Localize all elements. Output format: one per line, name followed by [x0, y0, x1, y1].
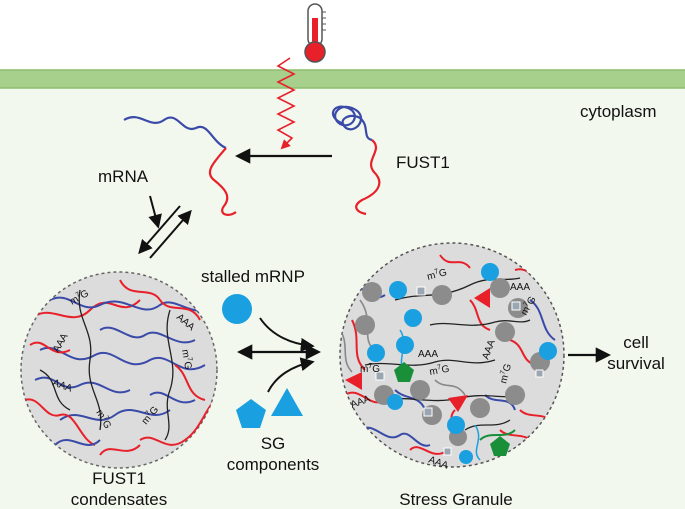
- svg-text:AAA: AAA: [510, 282, 530, 293]
- svg-text:m7G: m7G: [426, 266, 449, 283]
- cytoplasm-label: cytoplasm: [580, 102, 657, 121]
- svg-text:m7G: m7G: [179, 348, 194, 370]
- svg-text:m7G: m7G: [360, 363, 380, 375]
- svg-text:m7G: m7G: [428, 363, 450, 378]
- stress-granule: m7G AAA m7G AAA m7G m7G AAA m7G AAA AAA: [339, 242, 565, 472]
- heat-zigzag-arrow: [276, 57, 296, 150]
- cell-membrane: [0, 70, 685, 88]
- sg-component-triangle-icon: [271, 388, 303, 416]
- sg-components-recruit-arrow: [267, 357, 315, 393]
- stalled-mrnp-icon: [222, 294, 252, 324]
- cell-survival-label-line2: survival: [607, 354, 665, 373]
- sg-component-pentagon-icon: [236, 399, 266, 428]
- fust1-label: FUST1: [396, 153, 450, 172]
- condensates-label-line2: condensates: [71, 490, 167, 509]
- stalled-mrnp-label: stalled mRNP: [201, 267, 305, 286]
- mrna-label: mRNA: [98, 167, 149, 186]
- fust1-condensate: AAA AAA AAA m7G m7G m7G m7G: [20, 271, 218, 469]
- dissolution-arrow-up: [149, 209, 192, 259]
- sg-components-label-line1: SG: [261, 434, 286, 453]
- stress-granule-label: Stress Granule: [399, 490, 512, 509]
- svg-text:AAA: AAA: [418, 349, 438, 360]
- mrna-strand: [123, 116, 237, 216]
- cell-survival-label-line1: cell: [623, 333, 649, 352]
- fust1-protein-coiled: [332, 105, 381, 216]
- condensates-label-line1: FUST1: [92, 469, 146, 488]
- sg-components-label-line2: components: [227, 455, 320, 474]
- thermometer-icon: [304, 3, 326, 63]
- svg-text:m7G: m7G: [497, 362, 514, 385]
- condensation-arrow: [148, 195, 162, 229]
- condensation-arrow-down: [138, 205, 181, 255]
